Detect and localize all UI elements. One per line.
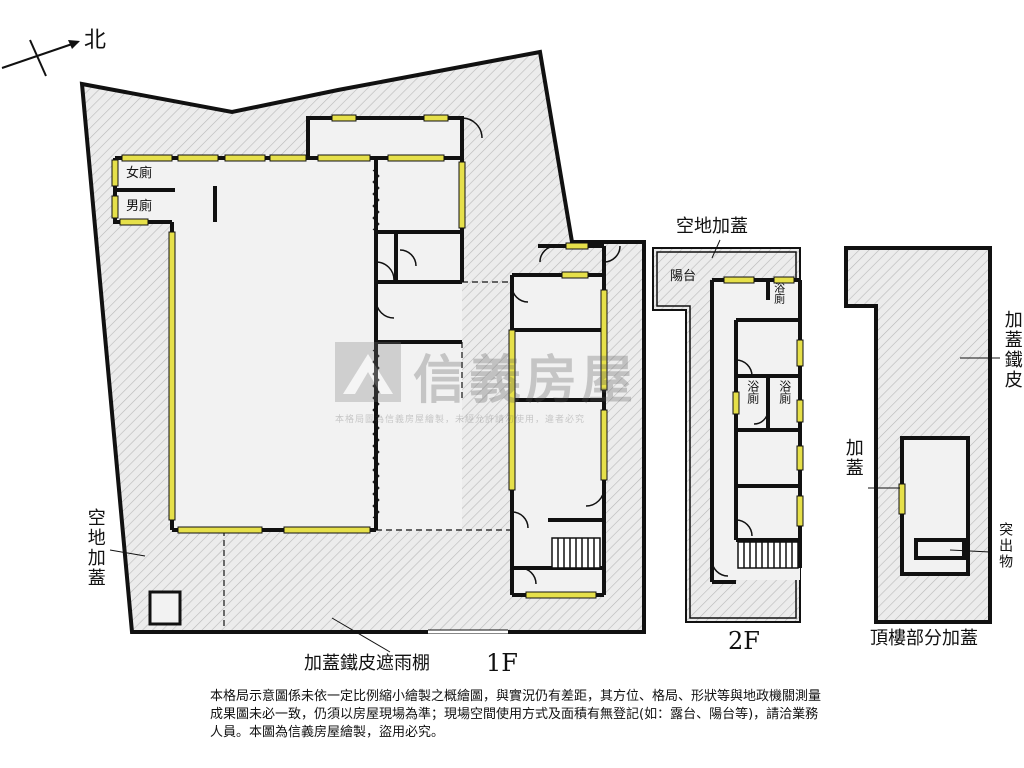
balcony-label: 陽台	[670, 269, 697, 284]
womens-restroom-label: 女廁	[126, 166, 153, 181]
mens-restroom-label: 男廁	[126, 199, 153, 214]
watermark-notice: 本格局圖為信義房屋繪製，未經允許請勿使用，違者必究	[335, 415, 586, 425]
brand-logo-icon	[335, 342, 401, 402]
rooftop-extension-label: 加蓋	[842, 438, 864, 478]
bath-label-1: 浴廁	[772, 282, 786, 304]
watermark-brand: 信義房屋	[413, 351, 638, 411]
floor1-plan	[79, 49, 646, 653]
bath-label-3: 浴廁	[777, 380, 792, 404]
disclaimer-text: 本格局示意圖係未依一定比例縮小繪製之概繪圖，與實況仍有差距，其方位、格局、形狀等…	[210, 689, 822, 740]
bath-label-2: 浴廁	[745, 380, 760, 404]
rooftop-plan	[844, 246, 1000, 624]
iron-rain-shelter-label: 加蓋鐵皮遮雨棚	[304, 653, 430, 674]
iron-sheet-extension-label: 加蓋鐵皮	[1001, 310, 1023, 390]
floor1-open-area-extension-label: 空地加蓋	[84, 508, 106, 588]
floor2-label: 2F	[728, 627, 760, 655]
rooftop-label: 頂樓部分加蓋	[870, 628, 978, 649]
north-arrow-icon	[1, 39, 80, 77]
brand-watermark: 信義房屋 本格局圖為信義房屋繪製，未經允許請勿使用，違者必究	[335, 340, 695, 430]
floor2-open-area-extension-label: 空地加蓋	[676, 216, 748, 237]
floor1-label: 1F	[486, 649, 518, 677]
north-label: 北	[84, 28, 107, 53]
floor2-plan	[652, 239, 804, 623]
protrusion-label: 突出物	[997, 522, 1014, 570]
